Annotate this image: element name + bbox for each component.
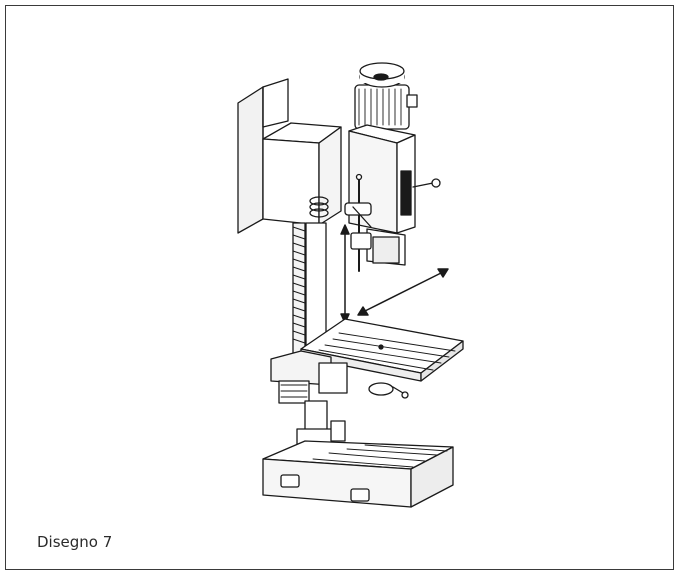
feed-handle <box>344 173 372 272</box>
column-lead-screw <box>292 222 327 354</box>
gear-head-box <box>262 122 342 226</box>
table-bracket <box>270 350 409 404</box>
drill-press-illustration <box>237 62 464 508</box>
horizontal-travel-arrow <box>357 268 449 316</box>
figure-caption: Disegno 7 <box>37 533 113 551</box>
base <box>262 440 454 508</box>
spring-coil <box>309 196 329 218</box>
figure-frame: Disegno 7 <box>5 5 674 570</box>
vertical-travel-arrow <box>340 224 350 324</box>
motor <box>354 62 418 130</box>
